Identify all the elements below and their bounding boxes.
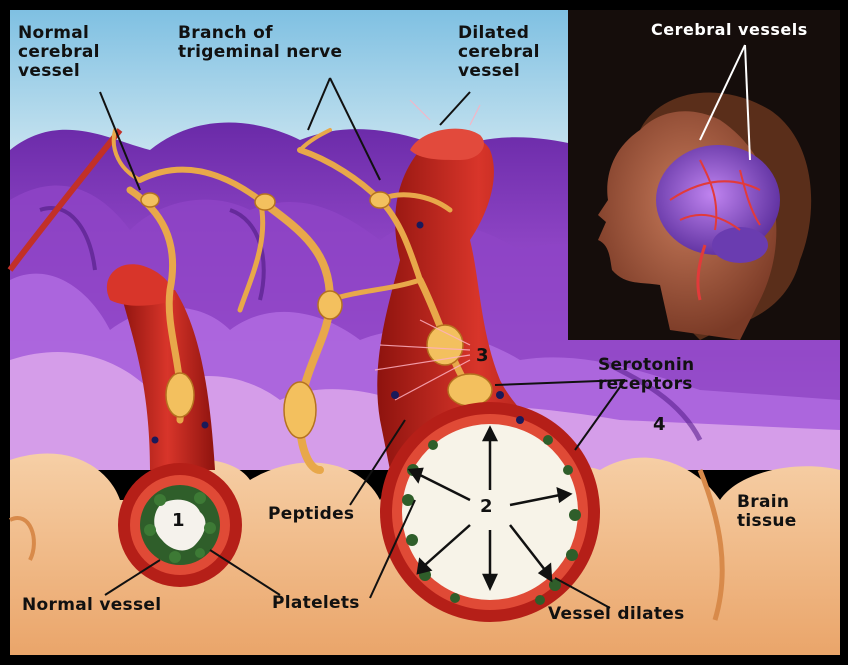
label-normal-vessel: Normal vessel: [22, 596, 161, 615]
number-3: 3: [476, 345, 489, 366]
label-normal-cerebral-vessel: Normal cerebral vessel: [18, 24, 100, 81]
label-vessel-dilates: Vessel dilates: [548, 605, 685, 624]
number-2: 2: [480, 496, 493, 517]
inset-panel: [568, 10, 840, 340]
label-platelets: Platelets: [272, 594, 360, 613]
label-cerebral-vessels: Cerebral vessels: [651, 20, 808, 39]
label-dilated-cerebral-vessel: Dilated cerebral vessel: [458, 24, 540, 81]
number-1: 1: [172, 510, 185, 531]
label-branch-trigeminal-nerve: Branch of trigeminal nerve: [178, 24, 342, 62]
label-brain-tissue: Brain tissue: [737, 493, 797, 531]
number-4: 4: [653, 414, 666, 435]
label-serotonin-receptors: Serotonin receptors: [598, 356, 694, 394]
label-peptides: Peptides: [268, 505, 354, 524]
